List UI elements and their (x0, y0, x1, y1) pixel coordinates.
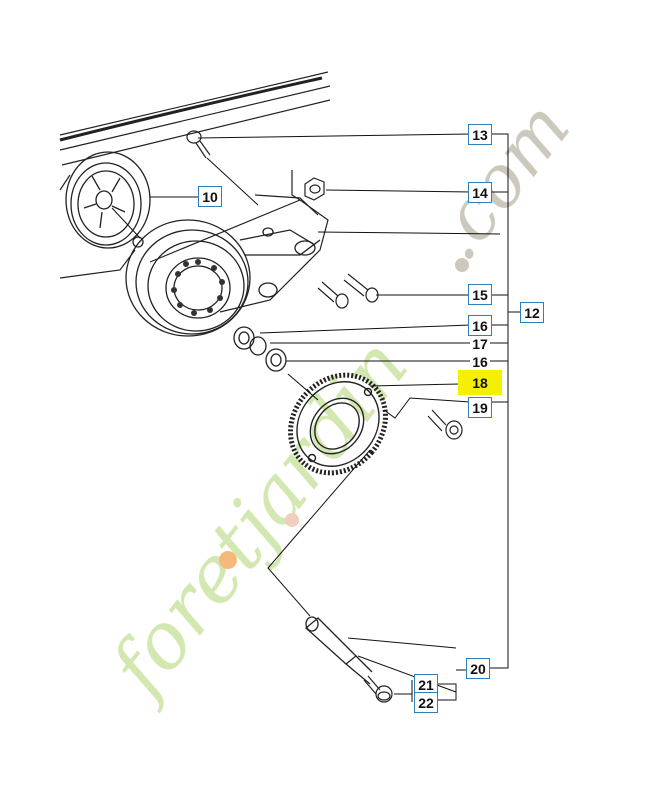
screw-13 (186, 130, 211, 159)
pulley-main (125, 219, 321, 337)
callout-13: 13 (468, 124, 492, 145)
bearing-16-17 (233, 326, 287, 372)
motor-housing (59, 71, 331, 313)
pulley-small (65, 151, 151, 249)
callout-20: 20 (466, 658, 490, 679)
screws-15 (317, 273, 379, 309)
bolt-21-22 (363, 675, 393, 703)
bracket (254, 170, 319, 216)
shaft-20 (305, 616, 373, 685)
callout-14: 14 (468, 182, 492, 203)
svg-text:foretjardin: foretjardin (91, 322, 426, 715)
watermark: foretjardin .com (91, 86, 586, 716)
callout-12: 12 (520, 302, 544, 323)
callout-17: 17 (472, 335, 488, 352)
callout-16a: 16 (468, 315, 492, 336)
callout-16b: 16 (472, 353, 488, 370)
screw-19 (427, 409, 463, 440)
nut-14 (304, 177, 325, 201)
leader-lines (111, 133, 520, 702)
callout-15: 15 (468, 284, 492, 305)
gear-ring-18 (288, 372, 388, 476)
callout-18-highlighted: 18 (458, 370, 502, 395)
callout-19: 19 (468, 397, 492, 418)
svg-text:.com: .com (412, 86, 586, 275)
callout-22: 22 (414, 692, 438, 713)
callout-21: 21 (414, 674, 438, 695)
callout-10: 10 (198, 186, 222, 207)
